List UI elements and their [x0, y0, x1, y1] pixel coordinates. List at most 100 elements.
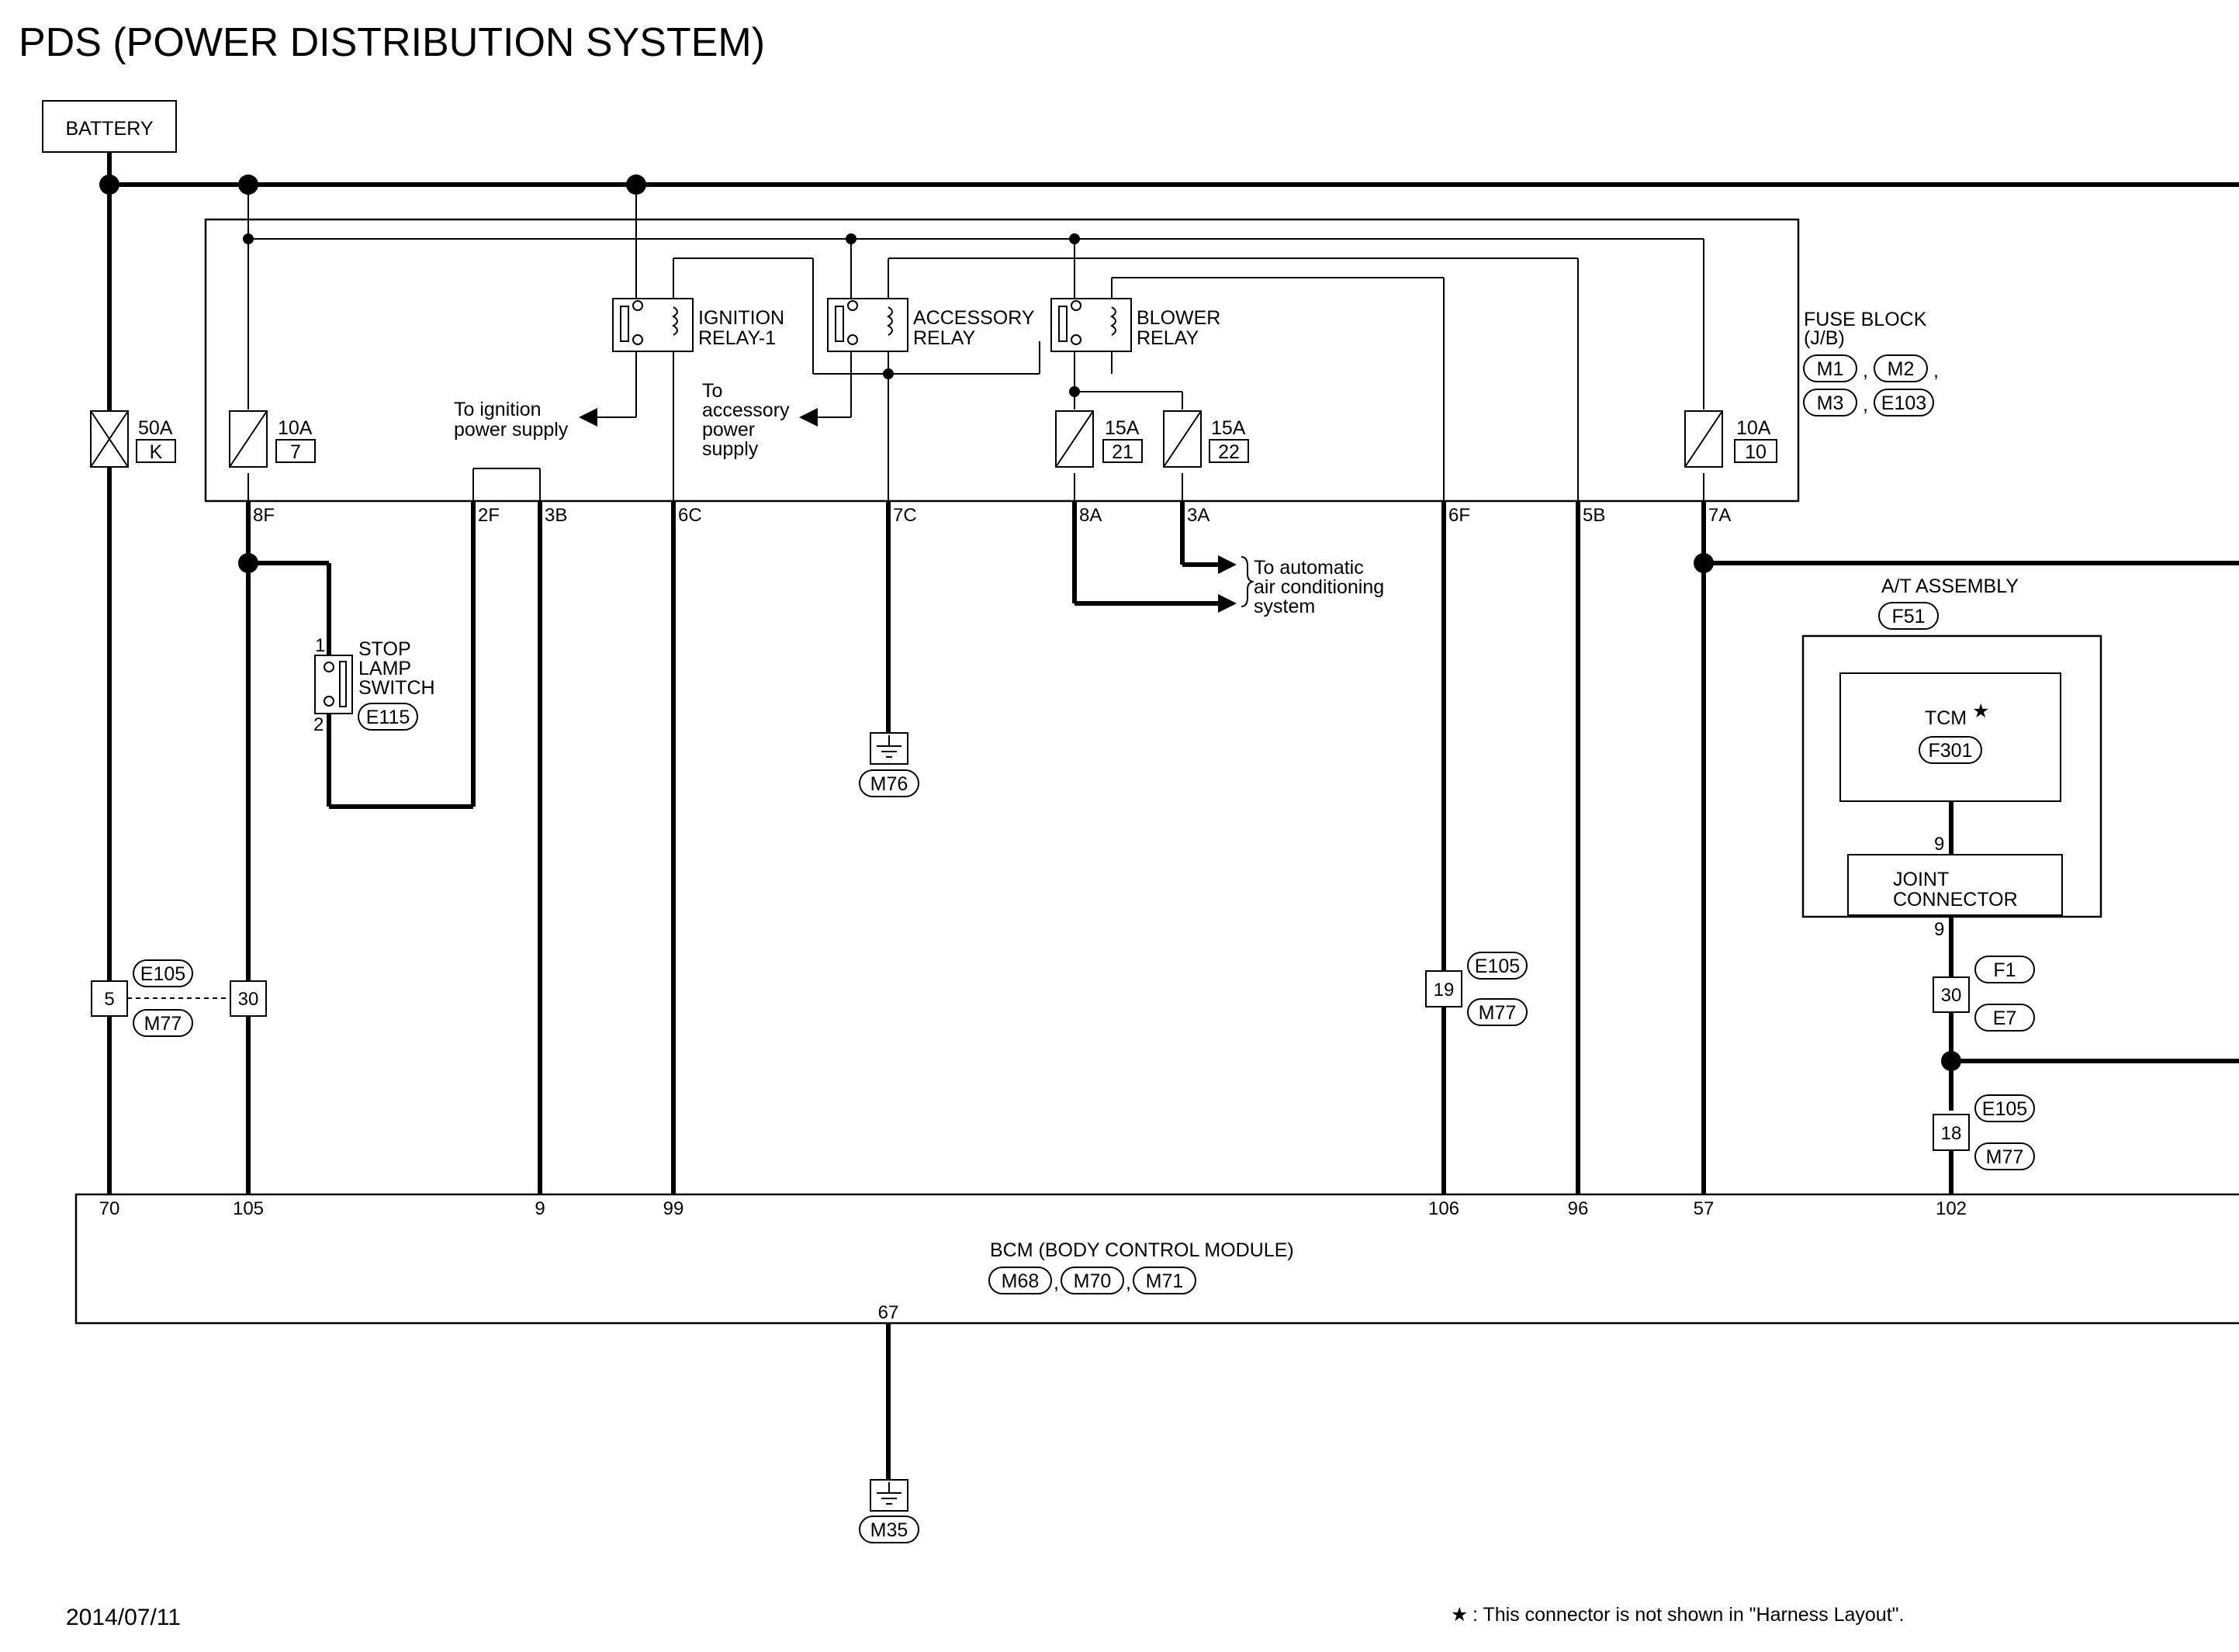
svg-text:9: 9	[1934, 919, 1944, 940]
fuse-id: 7	[290, 441, 301, 463]
terminal-label: 8F	[253, 505, 275, 526]
relay-label: ACCESSORY	[913, 307, 1035, 329]
connector-tag	[859, 769, 919, 797]
svg-text:To: To	[702, 380, 722, 402]
comma: ,	[1126, 1272, 1131, 1294]
fuse-id: 10	[1745, 441, 1767, 463]
connector-tag	[1919, 736, 1982, 764]
connector-tag	[1803, 389, 1857, 416]
at-assembly: F51 TCM ★ F301 9 JOINT CONNECTOR 9	[1801, 602, 2102, 940]
inline-connector-f1-e7: 30 F1 E7	[1933, 956, 2035, 1032]
fuse-15a-22: 15A 22	[1163, 410, 1249, 468]
terminal-label: 3B	[545, 505, 567, 526]
connector-label: M1	[1817, 358, 1844, 380]
connector-tag	[1874, 354, 1928, 382]
relay-label: BLOWER	[1137, 307, 1220, 329]
connector-label: F51	[1891, 606, 1925, 627]
svg-text:power supply: power supply	[454, 419, 569, 441]
ac-system-note: To automatic air conditioning system	[1072, 501, 1384, 617]
connector-tag	[133, 959, 193, 987]
comma: ,	[1863, 394, 1868, 416]
connector-tag	[133, 1009, 193, 1037]
bcm-pin: 106	[1428, 1198, 1459, 1219]
bcm-pin: 70	[99, 1198, 120, 1219]
svg-text:9: 9	[1934, 834, 1944, 855]
relay-label: IGNITION	[698, 307, 784, 329]
bcm-pin: 102	[1936, 1198, 1967, 1219]
terminal-label: 6C	[678, 505, 702, 526]
inline-connector-5-30: 5 30 E105 M77	[91, 959, 267, 1037]
bcm-ground-pin: 67	[878, 1302, 899, 1323]
bcm-pin: 99	[663, 1198, 684, 1219]
connector-tag	[1974, 1142, 2035, 1170]
fuse-10a-7: 10A 7	[229, 410, 316, 468]
connector-tag	[988, 1267, 1052, 1294]
footnote-star-icon: ★	[1451, 1604, 1468, 1626]
ground-m35: M35	[859, 1479, 919, 1543]
svg-text:air conditioning: air conditioning	[1254, 576, 1384, 598]
connector-label: M35	[870, 1519, 908, 1541]
connector-tag	[1061, 1267, 1124, 1294]
connector-tag	[1133, 1267, 1196, 1294]
connector-label: M3	[1817, 392, 1844, 414]
bcm-pin: 57	[1694, 1198, 1715, 1219]
comma: ,	[1863, 360, 1868, 382]
ignition-supply-note: To ignition power supply	[454, 399, 597, 441]
connector-tag	[1974, 956, 2035, 983]
connector-tag	[1467, 952, 1528, 980]
terminal-label: 7A	[1708, 505, 1731, 526]
connector-label: M70	[1074, 1270, 1112, 1292]
connector-label: E7	[1993, 1007, 2017, 1029]
svg-text:18: 18	[1941, 1123, 1962, 1144]
relay-label: RELAY	[913, 327, 975, 349]
connector-label: E103	[1881, 392, 1926, 414]
footnote-text: : This connector is not shown in "Harnes…	[1472, 1604, 1904, 1626]
svg-text:To ignition: To ignition	[454, 399, 542, 420]
stop-lamp-switch: 1 2 STOP LAMP SWITCH E115	[313, 635, 435, 735]
jb-internal-wiring	[243, 185, 1704, 501]
svg-text:5: 5	[104, 989, 114, 1010]
svg-text:JOINT: JOINT	[1893, 869, 1949, 890]
fuse-block-frame	[204, 218, 1800, 503]
svg-text:1: 1	[315, 635, 325, 656]
connector-label: M77	[144, 1013, 182, 1035]
svg-text:2: 2	[313, 714, 324, 735]
fuse-id: 21	[1112, 441, 1133, 463]
terminal-label: 3A	[1187, 505, 1209, 526]
connector-label: F1	[1993, 959, 2016, 981]
fuse-rating: 15A	[1105, 417, 1140, 439]
svg-text:power: power	[702, 419, 755, 441]
svg-text:30: 30	[238, 989, 259, 1010]
svg-text:STOP: STOP	[358, 638, 411, 660]
fuse-id: 22	[1218, 441, 1240, 463]
connector-tag	[1974, 1094, 2035, 1122]
page-title: PDS (POWER DISTRIBUTION SYSTEM)	[19, 20, 765, 65]
battery-box	[42, 100, 177, 153]
fuse-50a-k: 50A K	[90, 410, 176, 468]
accessory-relay: ACCESSORY RELAY	[827, 298, 1035, 352]
accessory-supply-note: To accessory power supply	[702, 380, 818, 460]
connector-label: E115	[366, 707, 410, 728]
svg-text:system: system	[1254, 596, 1315, 617]
connector-tag	[358, 703, 418, 731]
svg-text:accessory: accessory	[702, 399, 790, 421]
blower-relay: BLOWER RELAY	[1050, 298, 1220, 352]
fuse-10a-10: 10A 10	[1684, 410, 1777, 468]
date-stamp: 2014/07/11	[66, 1605, 181, 1630]
terminal-label: 6F	[1448, 505, 1470, 526]
svg-text:30: 30	[1941, 985, 1962, 1006]
connector-tag	[1467, 998, 1528, 1026]
inline-connector-19: 19 E105 M77	[1425, 952, 1528, 1026]
ground-m76: M76	[859, 732, 919, 797]
connector-label: F301	[1929, 740, 1973, 762]
connector-tag	[1803, 354, 1857, 382]
star-icon: ★	[1972, 700, 1989, 722]
connector-tag	[1878, 602, 1939, 630]
tcm-label: TCM	[1925, 707, 1967, 729]
bcm-pin: 96	[1568, 1198, 1589, 1219]
ignition-relay-1: IGNITION RELAY-1	[612, 298, 784, 352]
svg-text:LAMP: LAMP	[358, 658, 411, 679]
svg-text:SWITCH: SWITCH	[358, 677, 435, 699]
bcm-label: BCM (BODY CONTROL MODULE)	[990, 1239, 1294, 1261]
